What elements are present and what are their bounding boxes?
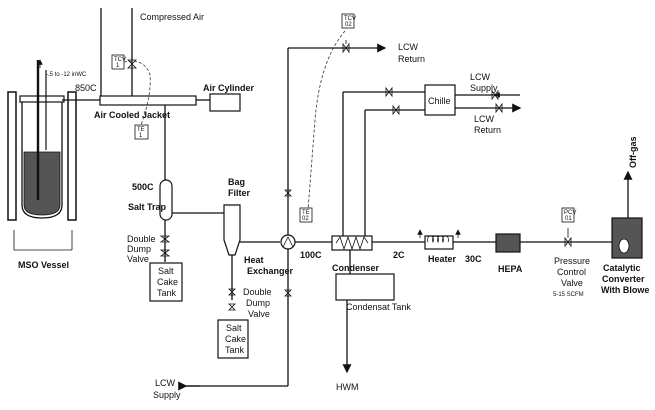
- salt-cake-tank-2: [217, 319, 249, 359]
- temp-850c-label: 850C: [75, 83, 97, 93]
- chiller: [424, 84, 456, 116]
- svg-text:Valve: Valve: [127, 254, 149, 264]
- svg-text:Bag: Bag: [228, 177, 245, 187]
- svg-text:TE: TE: [137, 127, 145, 133]
- svg-text:Heater: Heater: [428, 254, 457, 264]
- svg-text:Salt: Salt: [226, 323, 242, 333]
- pressure-range-label: -.5 to -12 inWC: [46, 72, 87, 78]
- svg-text:Dump: Dump: [246, 298, 270, 308]
- mso-vessel-label: MSO Vessel: [18, 260, 69, 270]
- svg-text:TCV: TCV: [114, 57, 126, 63]
- svg-text:Supply: Supply: [470, 83, 498, 93]
- svg-text:5-15 SCFM: 5-15 SCFM: [553, 292, 584, 298]
- svg-text:Tank: Tank: [157, 288, 177, 298]
- svg-text:HEPA: HEPA: [498, 264, 523, 274]
- svg-text:02: 02: [345, 22, 352, 28]
- temp-100c-label: 100C: [300, 250, 322, 260]
- heater: [424, 235, 454, 250]
- svg-text:Condensat Tank: Condensat Tank: [346, 302, 411, 312]
- svg-text:Cake: Cake: [157, 277, 178, 287]
- svg-text:Return: Return: [398, 54, 425, 64]
- svg-text:Pressure: Pressure: [554, 256, 590, 266]
- salt-trap: [159, 179, 173, 221]
- svg-text:Tank: Tank: [225, 345, 245, 355]
- pcv-instrument: [561, 207, 575, 223]
- off-gas-label: Off-gas: [628, 137, 638, 169]
- svg-text:Double: Double: [243, 287, 272, 297]
- svg-text:Converter: Converter: [602, 274, 645, 284]
- air-cooled-jacket-label: Air Cooled Jacket: [94, 110, 170, 120]
- te-2-instrument: [299, 207, 313, 223]
- svg-text:Heat: Heat: [244, 255, 264, 265]
- svg-text:Exchanger: Exchanger: [247, 266, 294, 276]
- svg-text:Salt: Salt: [158, 266, 174, 276]
- temp-2c-label: 2C: [393, 250, 405, 260]
- hepa-filter: [495, 233, 521, 253]
- salt-cake-tank-1: [149, 262, 183, 302]
- svg-text:Valve: Valve: [561, 278, 583, 288]
- salt-trap-label: Salt Trap: [128, 202, 167, 212]
- svg-text:LCW: LCW: [474, 114, 495, 124]
- temp-30c-label: 30C: [465, 254, 482, 264]
- bag-filter: [223, 204, 241, 256]
- hwm-label: HWM: [336, 382, 359, 392]
- svg-text:1: 1: [116, 63, 120, 69]
- svg-text:TCV: TCV: [344, 16, 356, 22]
- tcv-2-instrument: [341, 13, 355, 29]
- svg-text:02: 02: [302, 216, 309, 222]
- mso-vessel: [7, 60, 77, 251]
- svg-text:Chille: Chille: [428, 96, 451, 106]
- svg-text:Cake: Cake: [225, 334, 246, 344]
- svg-text:Control: Control: [557, 267, 586, 277]
- svg-text:LCW: LCW: [470, 72, 491, 82]
- svg-text:PCV: PCV: [564, 210, 576, 216]
- svg-text:TE: TE: [302, 210, 310, 216]
- air-cylinder-label: Air Cylinder: [203, 83, 255, 93]
- svg-text:1: 1: [139, 133, 143, 139]
- svg-text:Catalytic: Catalytic: [603, 263, 641, 273]
- svg-text:Dump: Dump: [127, 244, 151, 254]
- svg-text:With Blowe: With Blowe: [601, 285, 649, 295]
- svg-text:Filter: Filter: [228, 188, 251, 198]
- svg-text:LCW: LCW: [398, 42, 419, 52]
- air-cylinder: [209, 93, 241, 112]
- condensate-tank: [335, 273, 395, 301]
- svg-text:01: 01: [565, 216, 572, 222]
- compressed-air-label: Compressed Air: [140, 12, 204, 22]
- svg-text:Return: Return: [474, 125, 501, 135]
- svg-text:Condenser: Condenser: [332, 263, 380, 273]
- svg-text:Supply: Supply: [153, 390, 181, 400]
- te-1-instrument: [134, 124, 149, 140]
- temp-500c-label: 500C: [132, 182, 154, 192]
- svg-text:Double: Double: [127, 234, 156, 244]
- air-cooled-jacket: [99, 95, 197, 106]
- svg-text:LCW: LCW: [155, 378, 176, 388]
- svg-text:Valve: Valve: [248, 309, 270, 319]
